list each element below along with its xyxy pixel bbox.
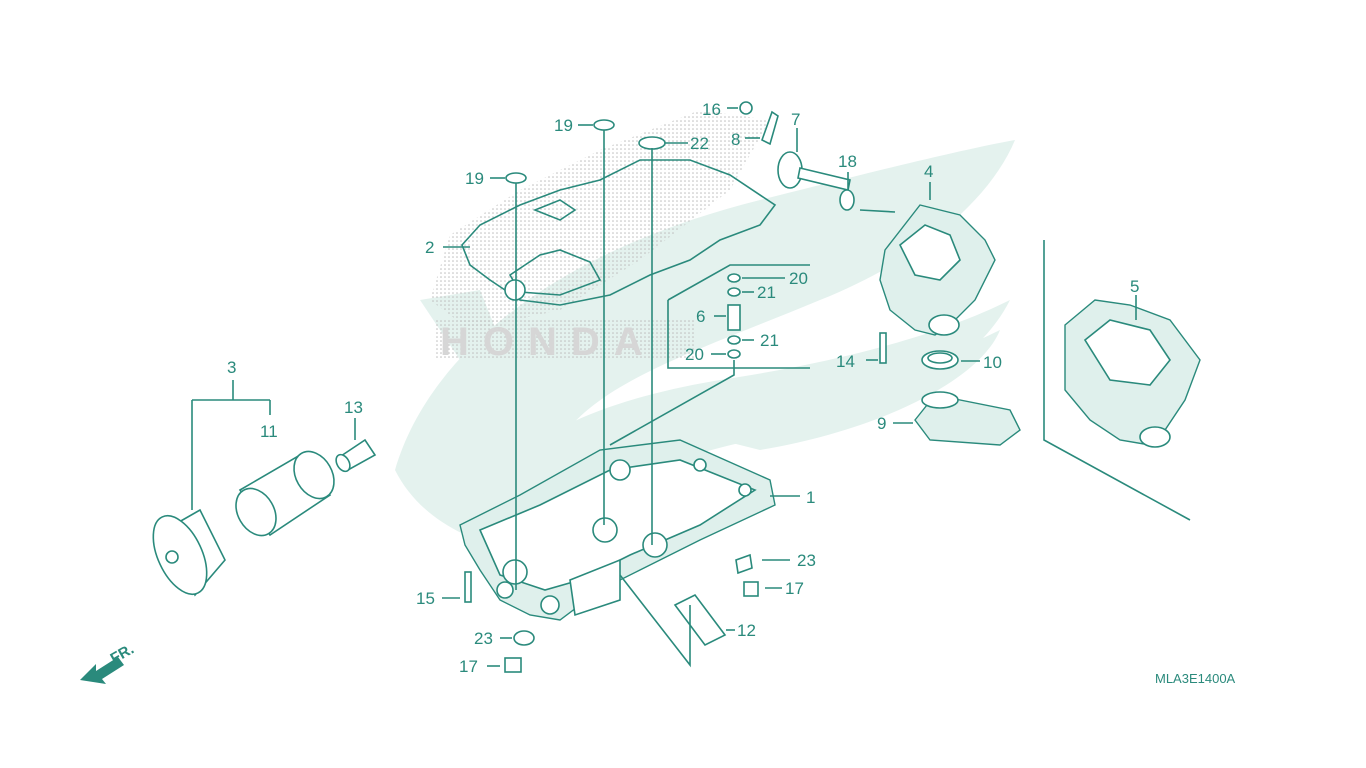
callout-11: 11 [260, 422, 278, 441]
callout-2: 2 [425, 238, 434, 257]
o-rings-20-21 [727, 273, 741, 359]
drain-bolt-17b [743, 581, 759, 597]
callout-12: 12 [737, 621, 756, 640]
callouts: 1 2 3 4 5 6 7 8 9 10 11 12 13 14 15 16 1… [227, 100, 1139, 676]
callout-21a: 21 [757, 283, 776, 302]
bolt-16 [739, 101, 753, 115]
callout-4: 4 [924, 162, 933, 181]
pump-gear-7 [777, 151, 851, 191]
callout-13: 13 [344, 398, 363, 417]
bolt-15 [464, 571, 472, 603]
callout-20a: 20 [789, 269, 808, 288]
collar-6 [727, 304, 741, 331]
callout-23b: 23 [474, 629, 493, 648]
o-ring-19b [505, 172, 527, 184]
callout-8: 8 [731, 130, 740, 149]
o-ring-18 [839, 189, 855, 211]
callout-17a: 17 [459, 657, 478, 676]
front-arrow-icon [80, 657, 124, 684]
callout-14: 14 [836, 352, 855, 371]
callout-21b: 21 [760, 331, 779, 350]
watermark-text: HONDA [440, 320, 657, 364]
callout-17b: 17 [785, 579, 804, 598]
filter-boss-13 [335, 438, 377, 473]
callout-10: 10 [983, 353, 1002, 372]
callout-23a: 23 [797, 551, 816, 570]
oil-filter-cartridge [235, 450, 335, 537]
bolt-14 [879, 332, 887, 364]
seal-10 [921, 350, 959, 370]
oil-strainer-9 [914, 391, 1021, 446]
callout-7: 7 [791, 110, 800, 129]
callout-18: 18 [838, 152, 857, 171]
callout-15: 15 [416, 589, 435, 608]
callout-22: 22 [690, 134, 709, 153]
oil-pan [459, 439, 776, 621]
callout-16: 16 [702, 100, 721, 119]
o-ring-19a [593, 119, 615, 131]
diagram-code: MLA3E1400A [1155, 671, 1236, 686]
callout-19b: 19 [465, 169, 484, 188]
callout-5: 5 [1130, 277, 1139, 296]
oil-pump-alt [1064, 299, 1201, 448]
washer-23b [735, 553, 753, 575]
plate-8 [761, 110, 779, 146]
oil-pan-gasket [461, 159, 777, 306]
callout-19a: 19 [554, 116, 573, 135]
oil-filter-assy [152, 508, 226, 597]
o-ring-22 [638, 136, 666, 150]
leader-lines [191, 107, 1191, 668]
callout-3: 3 [227, 358, 236, 377]
drain-bolt-17a [504, 657, 522, 673]
callout-6: 6 [696, 307, 705, 326]
oil-pump [859, 204, 996, 336]
callout-9: 9 [877, 414, 886, 433]
callout-1: 1 [806, 488, 815, 507]
washer-23a [513, 630, 535, 646]
callout-20b: 20 [685, 345, 704, 364]
plate-12 [673, 593, 727, 647]
